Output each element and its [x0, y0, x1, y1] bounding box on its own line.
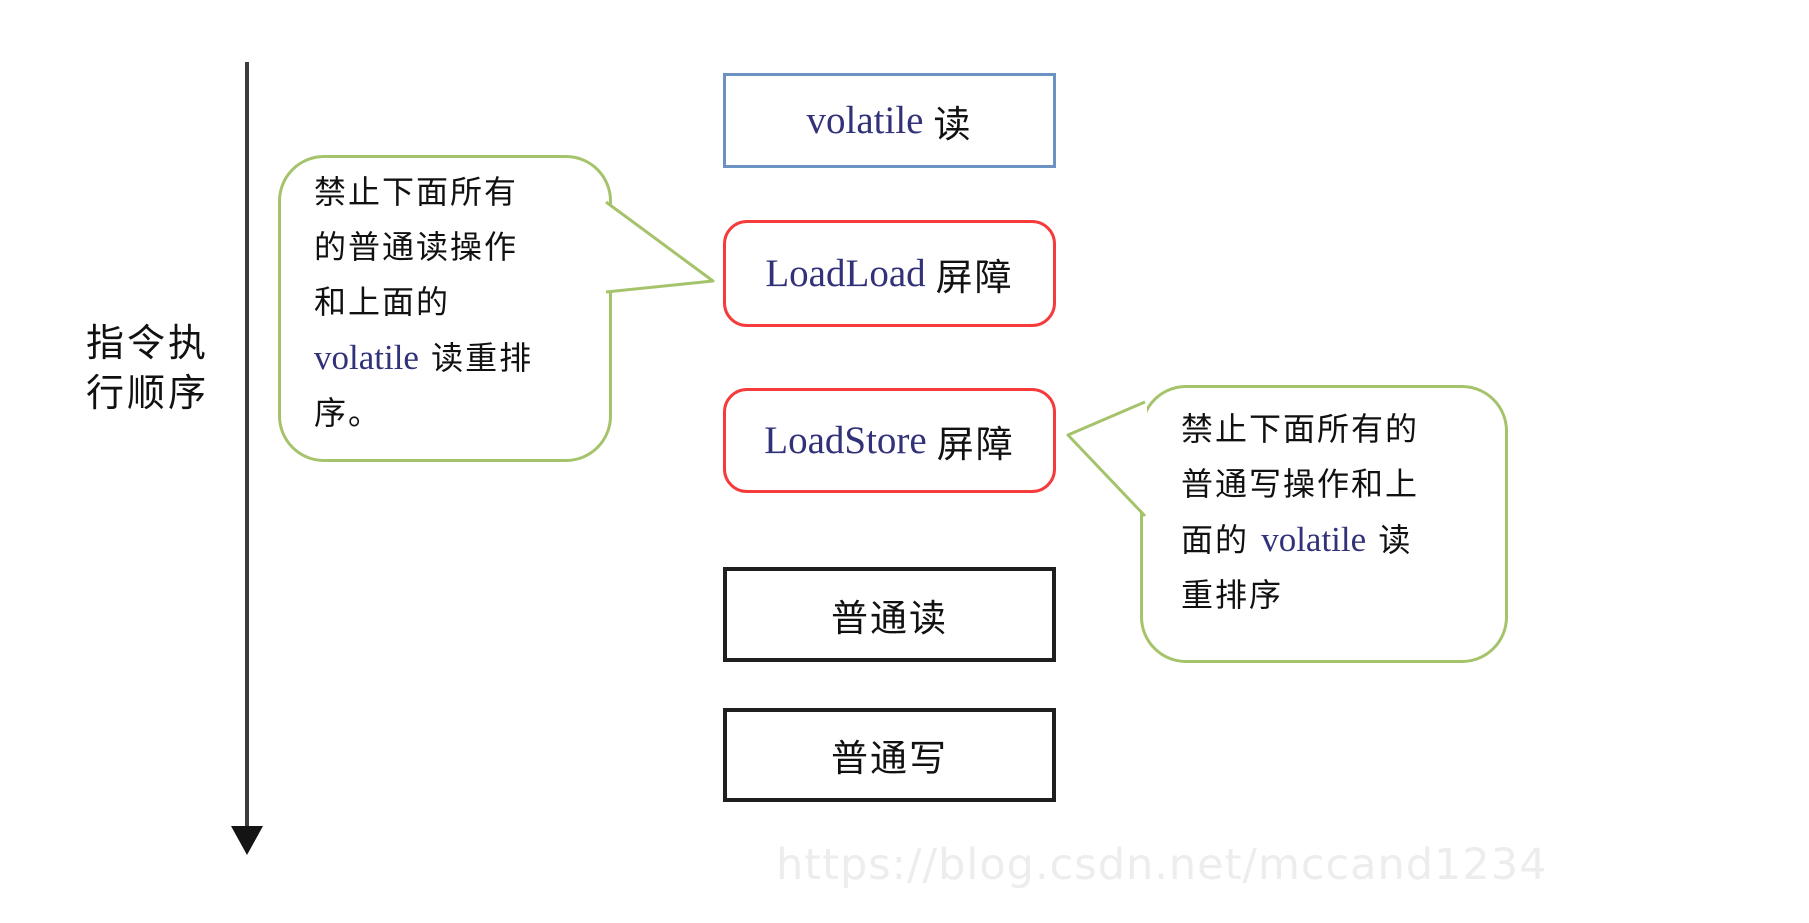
execution-order-arrowhead-icon — [231, 826, 263, 855]
loadstore-callout-line3-post: 读 — [1378, 521, 1413, 559]
loadstore-barrier-box: LoadStore 屏障 — [723, 388, 1056, 493]
loadstore-barrier-box-en: LoadStore — [764, 419, 927, 462]
execution-order-label: 指令执 行顺序 — [86, 318, 209, 418]
loadload-callout-line3: 和上面的 — [314, 283, 451, 321]
loadstore-callout-text: 禁止下面所有的 普通写操作和上 面的 volatile 读 重排序 — [1181, 402, 1419, 623]
loadload-callout-line4: volatile 读重排 — [314, 330, 533, 386]
volatile-read-box-zh: 读 — [933, 102, 973, 146]
volatile-read-box: volatile 读 — [723, 73, 1056, 168]
loadstore-callout-line4: 重排序 — [1181, 576, 1284, 614]
loadload-barrier-box: LoadLoad 屏障 — [723, 220, 1056, 327]
csdn-watermark: https://blog.csdn.net/mccand1234 — [776, 840, 1548, 890]
execution-order-label-line1: 指令执 — [86, 321, 210, 365]
loadstore-callout-line3: 面的 volatile 读 — [1181, 512, 1419, 568]
loadstore-callout-line3-pre: 面的 — [1181, 521, 1250, 559]
loadload-callout-line1: 禁止下面所有 — [314, 173, 519, 211]
normal-read-box: 普通读 — [723, 567, 1056, 662]
normal-write-box: 普通写 — [723, 708, 1056, 802]
loadstore-callout-line1: 禁止下面所有的 — [1181, 410, 1420, 448]
loadstore-callout-line2: 普通写操作和上 — [1181, 465, 1420, 503]
loadload-callout-line4-en: volatile — [314, 338, 419, 377]
normal-read-box-label: 普通读 — [831, 596, 948, 640]
volatile-read-box-en: volatile — [806, 99, 924, 142]
normal-write-box-label: 普通写 — [831, 737, 948, 780]
execution-order-label-line2: 行顺序 — [86, 371, 210, 415]
loadstore-callout-tail — [1066, 400, 1147, 518]
loadload-barrier-box-en: LoadLoad — [765, 252, 926, 295]
loadload-callout-tail — [605, 200, 715, 294]
loadload-callout-line5: 序。 — [314, 394, 383, 432]
execution-order-arrow-line — [245, 62, 249, 828]
loadload-callout-line2: 的普通读操作 — [314, 228, 519, 266]
loadload-callout-line4-zh: 读重排 — [431, 339, 534, 377]
loadload-callout-bubble: 禁止下面所有 的普通读操作 和上面的 volatile 读重排 序。 — [278, 155, 612, 462]
loadstore-barrier-box-zh: 屏障 — [936, 422, 1015, 466]
loadload-callout-text: 禁止下面所有 的普通读操作 和上面的 volatile 读重排 序。 — [314, 165, 533, 441]
loadstore-callout-line3-en: volatile — [1261, 520, 1367, 559]
loadload-barrier-box-zh: 屏障 — [935, 255, 1014, 299]
loadstore-callout-bubble: 禁止下面所有的 普通写操作和上 面的 volatile 读 重排序 — [1140, 385, 1508, 663]
